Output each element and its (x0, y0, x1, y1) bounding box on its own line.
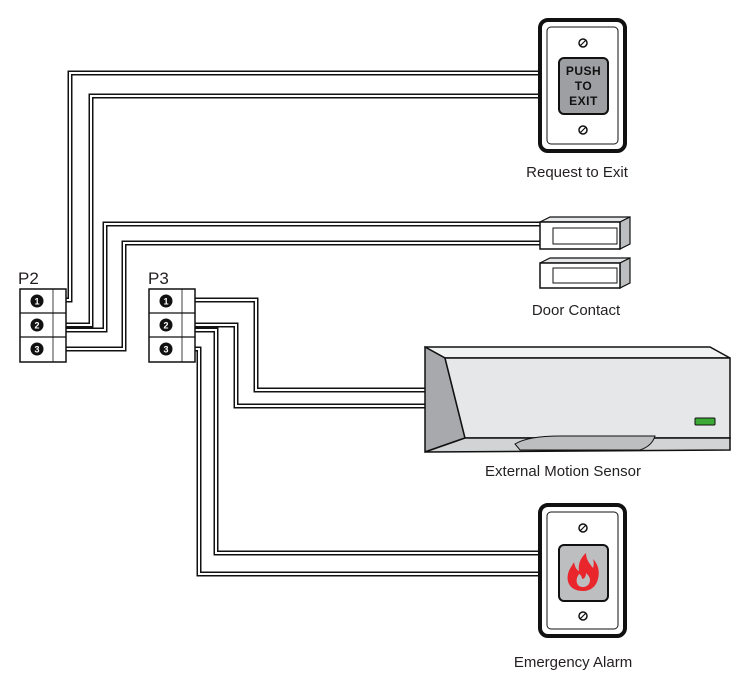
wire-p2-2-door-contact (36, 221, 540, 333)
screw-icon (578, 38, 588, 48)
wire-p2-2-request-to-exit (36, 93, 545, 328)
door-contact-magnet (539, 257, 631, 289)
svg-text:3: 3 (34, 345, 39, 355)
motion-sensor-device: External Motion Sensor (424, 345, 731, 480)
screw-icon (578, 125, 588, 135)
motion-sensor-label: External Motion Sensor (485, 463, 641, 480)
svg-text:1: 1 (163, 297, 168, 307)
p3-pin-2: 2 (159, 318, 173, 332)
svg-text:2: 2 (34, 321, 39, 331)
terminal-block-p2: P2 1 2 3 (18, 269, 67, 363)
wire-p3-1-motion-sensor (166, 297, 428, 393)
p3-pin-3: 3 (159, 342, 173, 356)
svg-text:1: 1 (34, 297, 39, 307)
push-to-exit-button: PUSH TO EXIT (558, 57, 609, 115)
p3-label: P3 (148, 269, 169, 288)
wire-p3-2-motion-sensor (166, 322, 428, 409)
flame-icon (567, 553, 599, 591)
door-contact-device: Door Contact (532, 216, 631, 319)
request-to-exit-label: Request to Exit (526, 164, 629, 181)
p2-label: P2 (18, 269, 39, 288)
p2-pin-1: 1 (30, 294, 44, 308)
wire-p2-1-request-to-exit (36, 70, 545, 303)
wires (36, 70, 545, 577)
door-contact-switch (539, 216, 631, 250)
p3-pin-1: 1 (159, 294, 173, 308)
terminal-block-p3: P3 1 2 3 (148, 269, 196, 363)
svg-text:2: 2 (163, 321, 168, 331)
p2-pin-3: 3 (30, 342, 44, 356)
alarm-button (558, 544, 609, 602)
svg-text:TO: TO (575, 79, 592, 93)
sensor-indicator-led (694, 417, 716, 426)
emergency-alarm-label: Emergency Alarm (514, 654, 632, 671)
emergency-alarm-device: Emergency Alarm (514, 503, 632, 671)
svg-text:EXIT: EXIT (569, 94, 598, 108)
p2-pin-2: 2 (30, 318, 44, 332)
screw-icon (578, 611, 588, 621)
wire-p2-3-door-contact (36, 240, 540, 352)
svg-text:PUSH: PUSH (566, 64, 601, 78)
screw-icon (578, 523, 588, 533)
door-contact-label: Door Contact (532, 302, 621, 319)
request-to-exit-device: PUSH TO EXIT Request to Exit (526, 18, 629, 181)
svg-text:3: 3 (163, 345, 168, 355)
